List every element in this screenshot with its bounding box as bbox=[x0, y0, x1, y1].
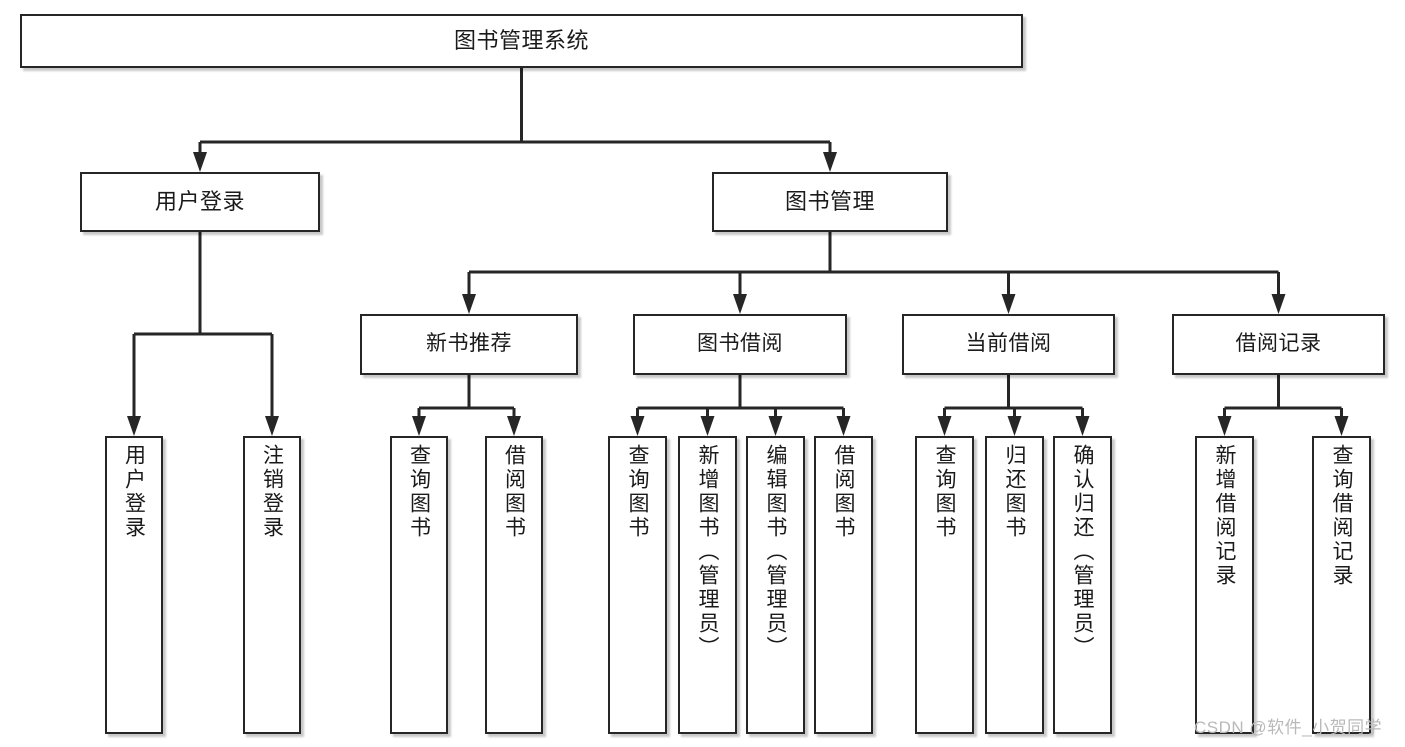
node-label: 图书管理 bbox=[784, 189, 875, 215]
node-label: 图书借阅 bbox=[697, 332, 783, 356]
node-label: 新增图书（管理员） bbox=[696, 444, 719, 660]
arrow-head-leaf-query-record bbox=[1334, 416, 1349, 436]
node-leaf-query-record[interactable]: 查询借阅记录 bbox=[1312, 436, 1371, 734]
node-leaf-return-book[interactable]: 归还图书 bbox=[985, 436, 1044, 734]
node-label: 查询图书 bbox=[626, 444, 649, 540]
node-root[interactable]: 图书管理系统 bbox=[20, 14, 1023, 68]
node-label: 借阅图书 bbox=[502, 444, 526, 540]
node-leaf-edit-book[interactable]: 编辑图书（管理员） bbox=[746, 436, 805, 734]
node-newbook[interactable]: 新书推荐 bbox=[360, 314, 578, 375]
node-label: 确认归还（管理员） bbox=[1071, 444, 1094, 660]
arrow-head-leaf-return-book bbox=[1007, 416, 1022, 436]
node-label: 编辑图书（管理员） bbox=[764, 444, 787, 660]
node-label: 借阅图书 bbox=[832, 444, 855, 540]
arrow-head-leaf-confirm-return bbox=[1075, 416, 1090, 436]
node-label: 借阅记录 bbox=[1235, 332, 1322, 356]
node-label: 归还图书 bbox=[1003, 444, 1026, 540]
node-leaf-borrow-book-1[interactable]: 借阅图书 bbox=[485, 436, 543, 734]
node-label: 查询借阅记录 bbox=[1330, 444, 1353, 588]
arrow-head-leaf-borrow-book-2 bbox=[836, 416, 851, 436]
node-leaf-user-login[interactable]: 用户登录 bbox=[105, 436, 163, 734]
node-records[interactable]: 借阅记录 bbox=[1172, 314, 1385, 375]
node-current[interactable]: 当前借阅 bbox=[902, 314, 1115, 375]
node-label: 注销登录 bbox=[260, 444, 284, 540]
node-leaf-query-book-2[interactable]: 查询图书 bbox=[608, 436, 667, 734]
node-label: 图书管理系统 bbox=[453, 28, 589, 54]
arrow-head-newbook bbox=[462, 294, 476, 314]
arrow-head-records bbox=[1271, 294, 1286, 314]
node-borrow[interactable]: 图书借阅 bbox=[633, 314, 847, 375]
arrow-head-leaf-query-book-3 bbox=[937, 416, 952, 436]
arrow-head-leaf-query-book-1 bbox=[412, 416, 426, 436]
node-label: 用户登录 bbox=[122, 444, 146, 540]
watermark: CSDN @软件_小贺同学 bbox=[1194, 718, 1383, 737]
node-label: 新书推荐 bbox=[426, 332, 512, 356]
arrow-head-leaf-user-login bbox=[127, 416, 141, 436]
arrow-head-leaf-add-book bbox=[700, 416, 715, 436]
node-login[interactable]: 用户登录 bbox=[80, 172, 320, 232]
node-label: 新增借阅记录 bbox=[1213, 444, 1236, 588]
arrow-head-login bbox=[193, 152, 207, 172]
node-label: 查询图书 bbox=[407, 444, 431, 540]
node-leaf-query-book-1[interactable]: 查询图书 bbox=[390, 436, 448, 734]
node-bookmgmt[interactable]: 图书管理 bbox=[712, 172, 948, 232]
arrow-head-bookmgmt bbox=[823, 152, 837, 172]
node-leaf-add-record[interactable]: 新增借阅记录 bbox=[1195, 436, 1254, 734]
arrow-head-current bbox=[1001, 294, 1016, 314]
arrow-head-leaf-query-book-2 bbox=[630, 416, 645, 436]
node-leaf-query-book-3[interactable]: 查询图书 bbox=[915, 436, 974, 734]
node-leaf-confirm-return[interactable]: 确认归还（管理员） bbox=[1053, 436, 1112, 734]
node-leaf-add-book[interactable]: 新增图书（管理员） bbox=[678, 436, 737, 734]
arrow-head-leaf-edit-book bbox=[768, 416, 783, 436]
node-leaf-borrow-book-2[interactable]: 借阅图书 bbox=[814, 436, 873, 734]
arrow-head-leaf-borrow-book-1 bbox=[507, 416, 521, 436]
node-label: 当前借阅 bbox=[965, 332, 1052, 356]
node-label: 用户登录 bbox=[154, 189, 245, 215]
arrow-head-leaf-add-record bbox=[1217, 416, 1232, 436]
node-label: 查询图书 bbox=[933, 444, 956, 540]
node-leaf-logout[interactable]: 注销登录 bbox=[243, 436, 301, 734]
arrow-head-leaf-logout bbox=[265, 416, 279, 436]
arrow-head-borrow bbox=[733, 294, 747, 314]
